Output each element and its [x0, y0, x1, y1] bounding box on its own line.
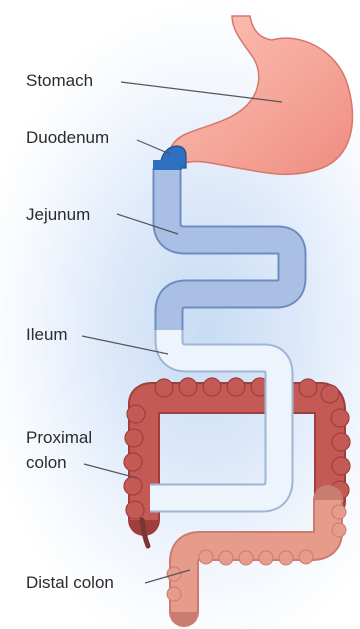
distal-colon-label: Distal colon [26, 572, 114, 593]
ileum-label: Ileum [26, 324, 68, 345]
stomach-label: Stomach [26, 70, 93, 91]
duodenum-label: Duodenum [26, 127, 109, 148]
stomach-shape [168, 16, 353, 174]
jejunum-label: Jejunum [26, 204, 90, 225]
proximal-colon-label-line1: Proximal [26, 427, 92, 448]
proximal-colon-label-line2: colon [26, 452, 67, 473]
duodenum-tube [153, 160, 182, 170]
duodenum-leader-line [137, 140, 170, 154]
